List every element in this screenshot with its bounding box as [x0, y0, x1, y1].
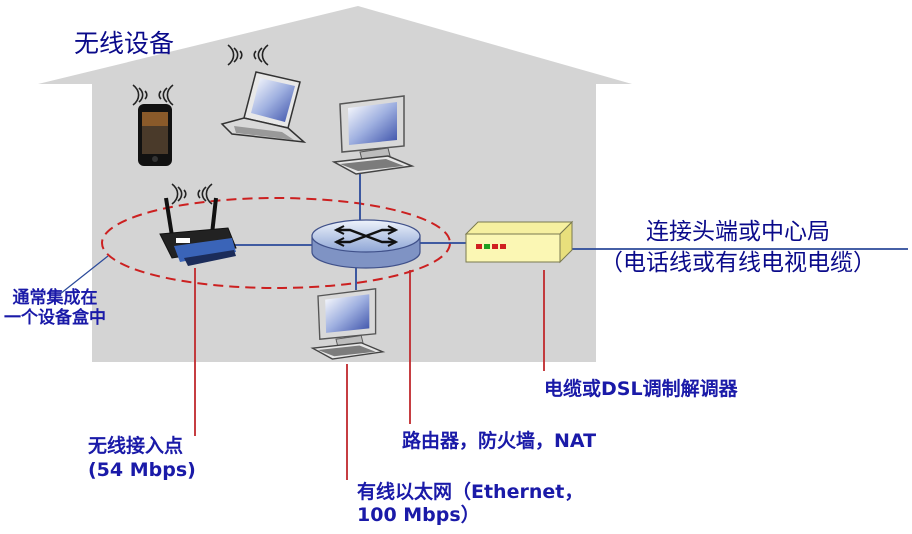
- access-point-label: 无线接入点 (54 Mbps): [88, 435, 196, 481]
- cable-modem-icon: [464, 220, 574, 264]
- house-shape: [38, 6, 632, 362]
- modem-label: 电缆或DSL调制解调器: [544, 378, 738, 400]
- house-title: 无线设备: [74, 29, 175, 58]
- ethernet-label: 有线以太网（Ethernet， 100 Mbps）: [357, 481, 584, 526]
- router-icon: [311, 219, 421, 269]
- smartphone-icon: [132, 84, 174, 166]
- network-links: [228, 172, 908, 290]
- wireless-access-point-icon: [159, 183, 237, 266]
- desktop-computer-icon: [311, 288, 384, 360]
- callout-lines: [59, 255, 545, 480]
- isp-link-label: 连接头端或中心局 （电话线或有线电视电缆）: [600, 219, 876, 276]
- laptop-icon: [220, 44, 307, 144]
- desktop-computer-icon: [333, 95, 413, 175]
- router-label: 路由器，防火墙，NAT: [402, 430, 597, 452]
- integrated-box-label: 通常集成在 一个设备盒中: [4, 288, 106, 328]
